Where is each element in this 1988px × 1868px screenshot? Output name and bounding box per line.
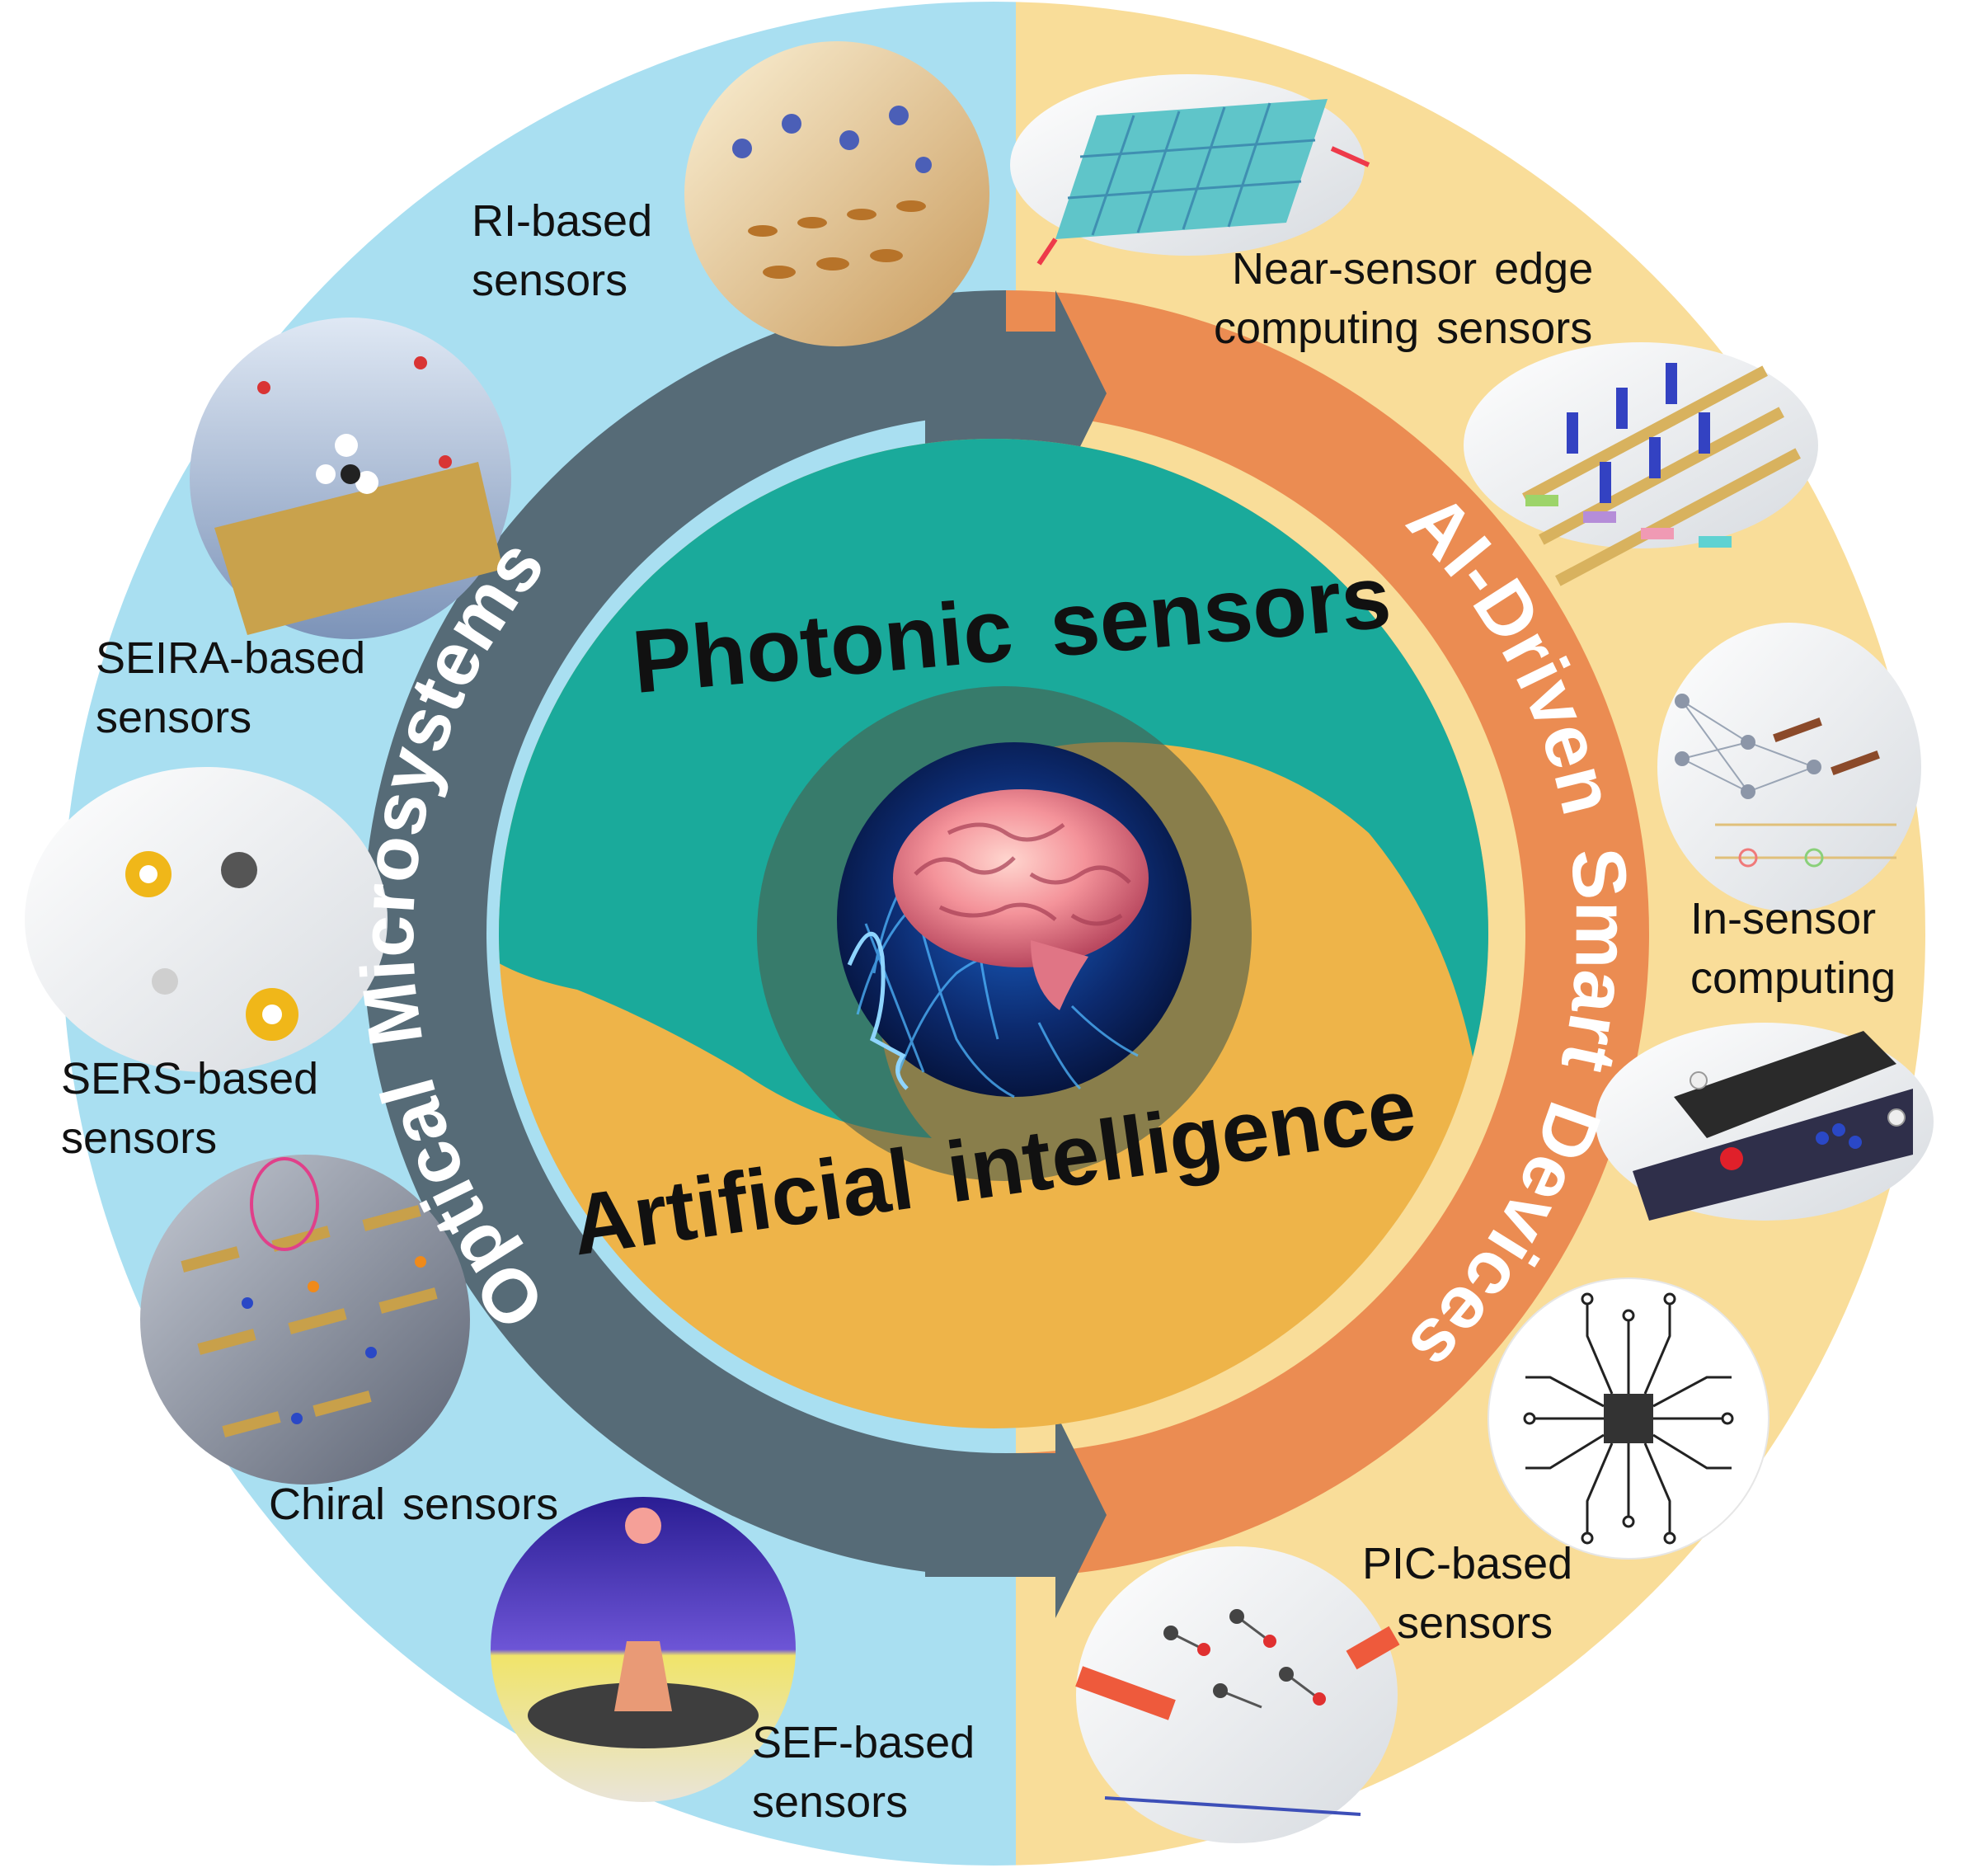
pic-sensor-label: PIC-based sensors — [1362, 1534, 1572, 1653]
in-sensor-label-line2: computing — [1690, 953, 1896, 1003]
brain-head-icon — [837, 742, 1191, 1099]
sers-sensor-label-line2: sensors — [61, 1113, 218, 1163]
seira-sensor-label-line1: SEIRA-based — [96, 633, 366, 683]
chiral-sensor-label-line1: Chiral sensors — [269, 1480, 559, 1529]
pic-molecules-thumbnail — [1075, 1546, 1400, 1843]
bottom-arrow-icon — [925, 1412, 1107, 1618]
ri-sensor-thumbnail — [684, 41, 989, 346]
chiral-sensor-thumbnail — [140, 1155, 470, 1485]
ri-sensor-label: RI-based sensors — [472, 191, 652, 310]
pic-sensor-label-line1: PIC-based — [1362, 1539, 1573, 1588]
sers-sensor-thumbnail — [25, 767, 388, 1072]
pic-chip-thumbnail — [1487, 1277, 1769, 1560]
sef-sensor-thumbnail — [491, 1497, 796, 1802]
sers-sensor-label-line1: SERS-based — [61, 1054, 319, 1103]
pic-sensor-label-line2: sensors — [1397, 1598, 1553, 1648]
ri-sensor-label-line1: RI-based — [472, 196, 653, 246]
in-sensor-label-line1: In-sensor — [1690, 894, 1877, 943]
seira-sensor-label: SEIRA-based sensors — [96, 628, 365, 747]
seira-sensor-thumbnail — [190, 318, 511, 639]
ring-right-ai-driven-devices — [1006, 290, 1649, 1577]
sef-sensor-label: SEF-based sensors — [752, 1713, 975, 1832]
near-sensor-label-line1: Near-sensor edge — [1232, 244, 1594, 294]
near-sensor-label-line2: computing sensors — [1214, 303, 1593, 353]
crossbar-array-thumbnail — [1464, 342, 1818, 586]
sef-sensor-label-line2: sensors — [752, 1777, 909, 1827]
teal-swirl-shape — [499, 439, 1488, 1138]
seira-sensor-label-line2: sensors — [96, 693, 252, 742]
near-sensor-computing-thumbnail — [1010, 74, 1370, 266]
near-sensor-label: Near-sensor edge computing sensors — [1214, 239, 1593, 358]
chiral-sensor-label: Chiral sensors — [269, 1475, 558, 1534]
ring-left-optical-microsystems — [363, 290, 1006, 1577]
in-sensor-neural-thumbnail — [1657, 623, 1921, 911]
sef-sensor-label-line1: SEF-based — [752, 1718, 975, 1767]
ri-sensor-label-line2: sensors — [472, 256, 628, 305]
in-sensor-label: In-sensor computing — [1690, 889, 1896, 1008]
sers-sensor-label: SERS-based sensors — [61, 1049, 318, 1168]
waveguide-chip-thumbnail — [1596, 1023, 1934, 1221]
